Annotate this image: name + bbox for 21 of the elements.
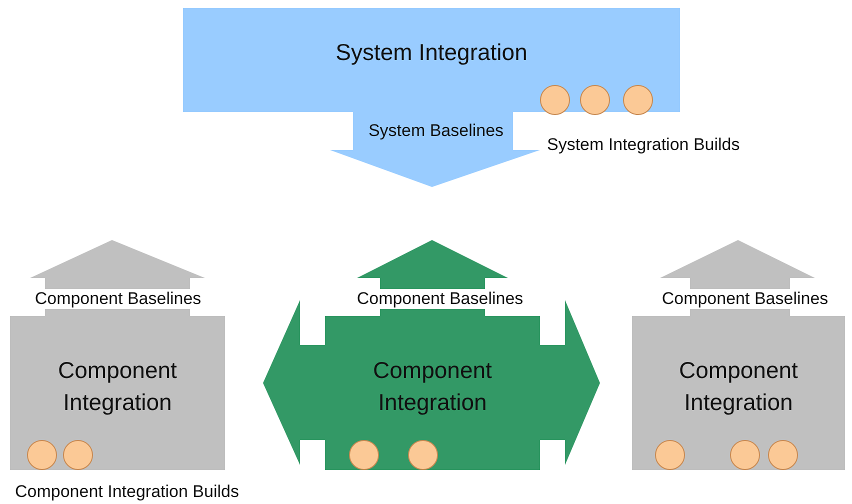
build-circle bbox=[655, 440, 685, 470]
integration-box bbox=[632, 316, 845, 470]
build-circle bbox=[580, 85, 610, 115]
build-circle bbox=[27, 440, 57, 470]
build-circle bbox=[63, 440, 93, 470]
node-title: Component Integration bbox=[678, 356, 799, 417]
baseline-label: Component Baselines bbox=[660, 289, 830, 309]
build-circle bbox=[768, 440, 798, 470]
build-circle bbox=[730, 440, 760, 470]
node-title: System Integration bbox=[334, 38, 528, 67]
build-circle bbox=[349, 440, 379, 470]
build-circle bbox=[623, 85, 653, 115]
baseline-label: System Baselines bbox=[368, 121, 504, 141]
node-title: Component Integration bbox=[57, 356, 178, 417]
node-label: Component Integration Builds bbox=[15, 482, 239, 502]
node-title: Component Integration bbox=[372, 356, 493, 417]
baseline-label: Component Baselines bbox=[32, 289, 204, 309]
baseline-label: Component Baselines bbox=[354, 289, 526, 309]
build-circle bbox=[540, 85, 570, 115]
node-label: System Integration Builds bbox=[547, 135, 740, 155]
build-circle bbox=[408, 440, 438, 470]
